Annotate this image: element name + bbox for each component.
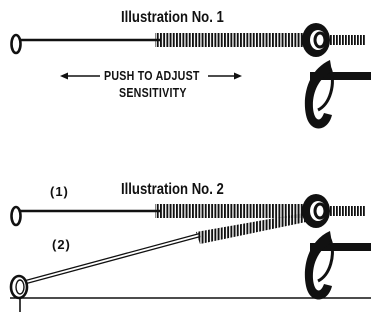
illustration-2 [9,194,371,312]
rod-mount-2 [302,194,371,300]
position-2-label: (2) [52,237,71,252]
sensitivity-label: SENSITIVITY [119,86,187,100]
spring-coil-position-1 [155,204,305,218]
illustration-1 [10,23,371,129]
push-to-adjust-label: PUSH TO ADJUST [104,69,200,83]
illustration-1-title: Illustration No. 1 [121,9,224,26]
push-arrows [60,72,242,80]
illustration-2-title: Illustration No. 2 [121,181,224,198]
spring-coil [155,33,305,47]
spring-coil-position-2 [196,213,306,244]
wire-loop [10,33,22,55]
spring-coil-end [327,35,365,45]
position-1-label: (1) [50,184,69,199]
rod-mount [302,23,371,129]
wire-loop-position-1 [10,205,22,227]
wire-position-2 [9,213,306,312]
spring-coil-end-2 [327,206,365,216]
